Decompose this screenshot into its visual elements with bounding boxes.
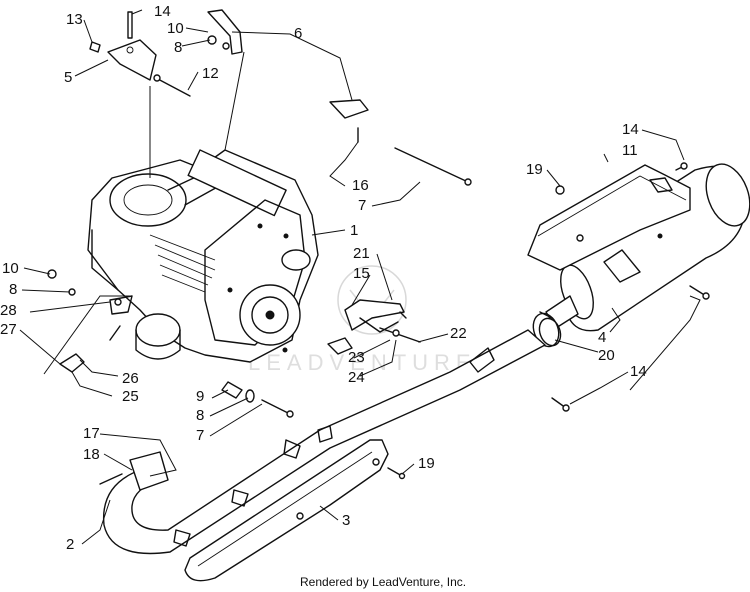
callout-22: 22 [450, 325, 467, 342]
callout-15: 15 [353, 265, 370, 282]
callout-7-lower: 7 [196, 427, 204, 444]
callout-2: 2 [66, 536, 74, 553]
callout-12: 12 [202, 65, 219, 82]
callout-9: 9 [196, 388, 204, 405]
exhaust-head-pipe [102, 329, 546, 555]
leader-lines [19, 9, 701, 545]
callout-labels: 13 14 10 8 6 5 12 16 7 1 21 15 10 8 28 2… [0, 3, 647, 553]
callout-28: 28 [0, 302, 17, 319]
callout-16: 16 [352, 177, 369, 194]
engine-assembly [87, 149, 319, 363]
callout-10-top: 10 [167, 20, 184, 37]
callout-10-left: 10 [2, 260, 19, 277]
callout-14-lower-right: 14 [630, 363, 647, 380]
callout-5: 5 [64, 69, 72, 86]
mount-bracket-6 [207, 9, 243, 55]
muffler-heat-shield [527, 164, 691, 283]
callout-3: 3 [342, 512, 350, 529]
callout-8-left: 8 [9, 281, 17, 298]
silencer-muffler [538, 163, 750, 347]
callout-21: 21 [353, 245, 370, 262]
watermark-text: LEADVENTURE [248, 350, 477, 375]
callout-19-upper: 19 [526, 161, 543, 178]
footer-credit: Rendered by LeadVenture, Inc. [300, 575, 466, 589]
callout-4: 4 [598, 329, 606, 346]
hardware [47, 162, 710, 485]
support-bracket-16 [329, 99, 472, 186]
callout-19-lower: 19 [418, 455, 435, 472]
callout-24: 24 [348, 369, 365, 386]
callout-11: 11 [622, 142, 638, 159]
callout-20: 20 [598, 347, 615, 364]
callout-17: 17 [83, 425, 100, 442]
callout-13: 13 [66, 11, 83, 28]
callout-1: 1 [350, 222, 358, 239]
callout-8-top: 8 [174, 39, 182, 56]
engine-mount-bracket [89, 11, 191, 97]
callout-18: 18 [83, 446, 100, 463]
callout-14-top: 14 [154, 3, 171, 20]
exhaust-bracket-assembly [327, 299, 421, 355]
callout-27: 27 [0, 321, 17, 338]
watermark: LEADVENTURE [248, 265, 477, 375]
callout-26: 26 [122, 370, 139, 387]
callout-7-upper: 7 [358, 197, 366, 214]
callout-6: 6 [294, 25, 302, 42]
callout-14-upper-right: 14 [622, 121, 639, 138]
callout-8-lower: 8 [196, 407, 204, 424]
exhaust-clamp [532, 311, 560, 348]
head-pipe-heat-shield [184, 439, 389, 582]
callout-25: 25 [122, 388, 139, 405]
callout-23: 23 [348, 349, 365, 366]
